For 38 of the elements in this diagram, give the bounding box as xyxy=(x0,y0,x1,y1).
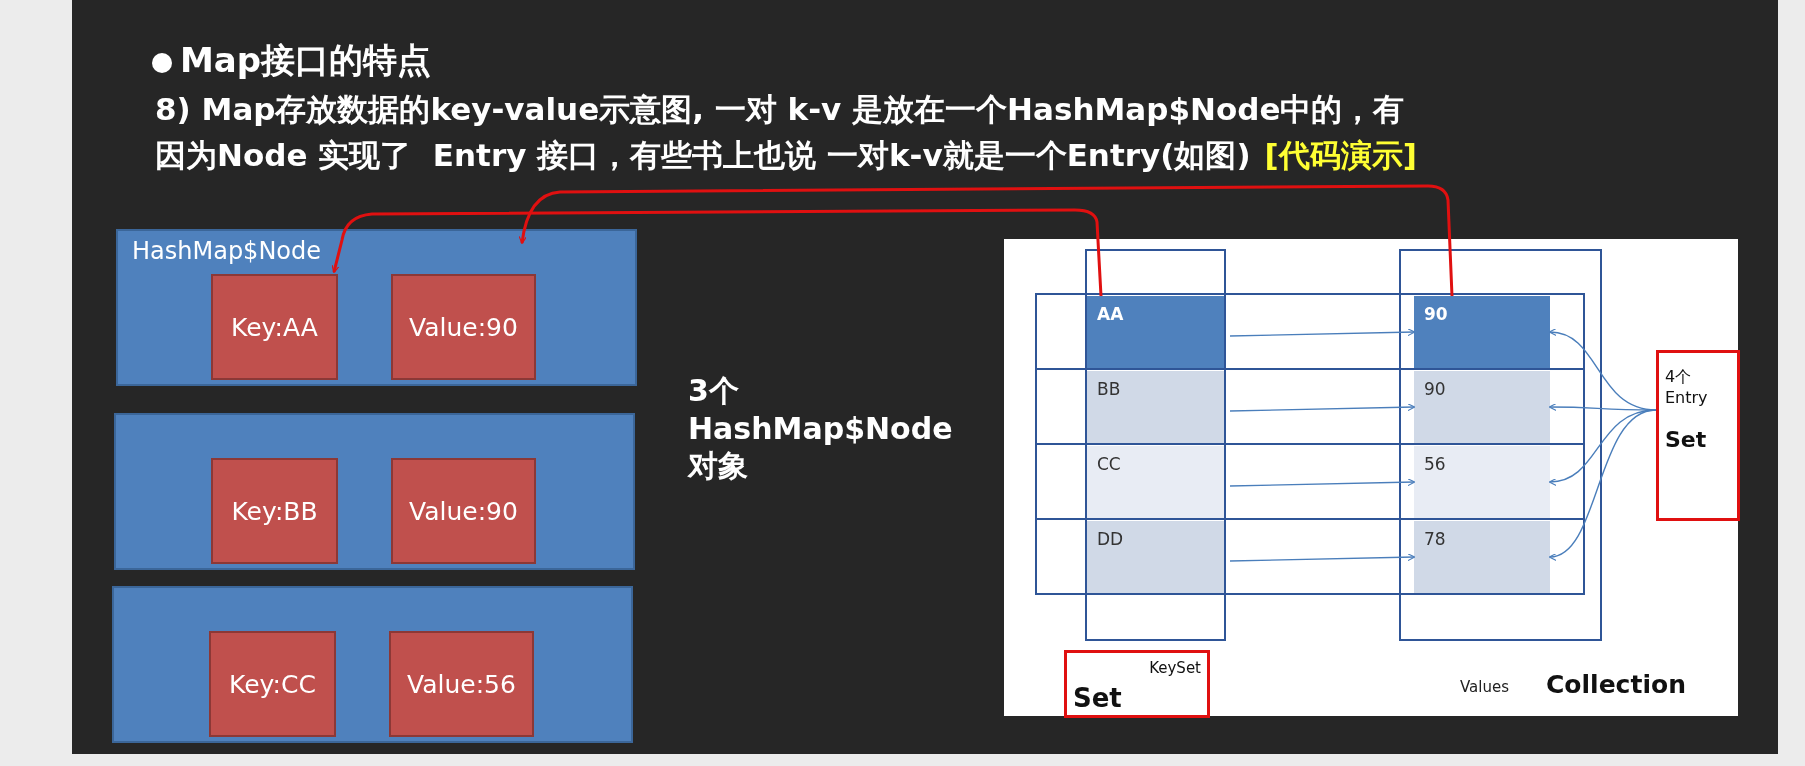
hand-drawn-arrow xyxy=(331,208,1103,297)
values-text: Values xyxy=(1460,678,1510,697)
heading: Map接口的特点 xyxy=(180,39,432,82)
set-text: Set xyxy=(1073,683,1122,715)
value-box: Value:56 xyxy=(389,631,534,737)
value-cell: 56 xyxy=(1414,446,1550,518)
node-count-text: 3个 HashMap$Node 对象 xyxy=(688,372,954,485)
arrow xyxy=(1548,409,1657,560)
value-box: Value:90 xyxy=(391,274,536,380)
arrow xyxy=(1229,328,1416,337)
collection-text: Collection xyxy=(1546,669,1687,701)
arrow xyxy=(1229,478,1416,487)
value-cell: 90 xyxy=(1414,296,1550,368)
key-cell: CC xyxy=(1087,446,1224,518)
key-cell: AA xyxy=(1087,296,1224,368)
hashmap-node-box xyxy=(112,586,633,743)
key-cell: BB xyxy=(1087,371,1224,443)
hand-drawn-arrow xyxy=(518,184,1454,297)
key-box: Key:AA xyxy=(211,274,338,380)
description-text: 8) Map存放数据的key-value示意图, 一对 k-v 是放在一个HashMap$Node中的，有 xyxy=(155,90,1405,129)
key-cell: DD xyxy=(1087,521,1224,593)
keyset-bracket xyxy=(1064,650,1210,718)
value-box: Value:90 xyxy=(391,458,536,564)
key-box: Key:CC xyxy=(209,631,336,737)
description-text: 因为Node 实现了 Entry 接口，有些书上也说 一对k-v就是一个Entry(如图) xyxy=(155,136,1251,175)
entry-count-text: 4个 Entry xyxy=(1665,367,1709,409)
demo-link: [代码演示] xyxy=(1264,136,1417,175)
set-text: Set xyxy=(1665,426,1708,452)
arrow xyxy=(1229,553,1416,562)
value-cell: 78 xyxy=(1414,521,1550,593)
hashmap-node-box xyxy=(114,413,635,570)
entry-set-bracket xyxy=(1656,350,1740,521)
keyset-text: KeySet xyxy=(1149,659,1201,679)
value-cell: 90 xyxy=(1414,371,1550,443)
hashmap-node-box xyxy=(116,229,637,386)
node-title: HashMap$Node xyxy=(131,236,323,265)
key-box: Key:BB xyxy=(211,458,338,564)
arrow xyxy=(1229,403,1416,412)
